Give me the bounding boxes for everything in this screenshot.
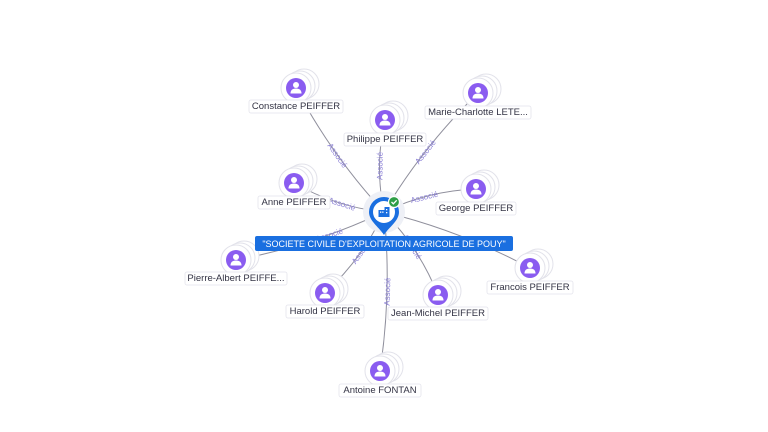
edge-label-antoine-fontan: Associé	[383, 277, 393, 306]
person-icon	[472, 87, 484, 99]
node-label: Marie-Charlotte LETE...	[428, 107, 528, 118]
node-label-box	[435, 201, 517, 216]
node-label: Antoine FONTAN	[343, 385, 416, 396]
person-icon	[524, 262, 536, 274]
node-antoine-fontan[interactable]: Antoine FONTAN	[338, 351, 422, 398]
person-icon	[379, 114, 391, 126]
person-icon	[230, 254, 242, 266]
building-icon	[378, 207, 390, 217]
node-label: Constance PEIFFER	[252, 101, 340, 112]
node-constance-peiffer[interactable]: Constance PEIFFER	[248, 68, 344, 114]
check-icon	[387, 195, 401, 209]
node-label: Philippe PEIFFER	[347, 134, 424, 145]
person-icon	[374, 365, 386, 377]
node-marie-charlotte-lete[interactable]: Marie-Charlotte LETE...	[424, 73, 532, 120]
center-company-label: "SOCIETE CIVILE D'EXPLOITATION AGRICOLE …	[262, 239, 505, 249]
node-anne-peiffer[interactable]: Anne PEIFFER	[257, 163, 331, 210]
node-label: Jean-Michel PEIFFER	[391, 308, 485, 319]
node-label-box	[424, 105, 532, 120]
person-icon	[470, 183, 482, 195]
center-company-node[interactable]: "SOCIETE CIVILE D'EXPLOITATION AGRICOLE …	[255, 191, 513, 251]
person-icon	[288, 177, 300, 189]
center-label-box	[255, 236, 513, 251]
edge-label-george-peiffer: Associé	[410, 189, 440, 205]
node-label-box	[248, 99, 344, 114]
node-label-box	[338, 383, 422, 398]
node-jean-michel-peiffer[interactable]: Jean-Michel PEIFFER	[387, 275, 489, 321]
person-icon	[432, 289, 444, 301]
node-francois-peiffer[interactable]: Francois PEIFFER	[486, 248, 574, 295]
edge-label-anne-peiffer: Associé	[327, 196, 357, 213]
node-label: Anne PEIFFER	[262, 197, 327, 208]
node-label-box	[343, 132, 427, 147]
node-philippe-peiffer[interactable]: Philippe PEIFFER	[343, 100, 427, 147]
nodes-layer: Constance PEIFFER Philippe PEIFFER Marie-C…	[184, 68, 574, 398]
node-label: Pierre-Albert PEIFFE...	[187, 273, 284, 284]
node-label: Harold PEIFFER	[290, 306, 361, 317]
node-label-box	[486, 280, 574, 295]
node-label: Francois PEIFFER	[490, 282, 569, 293]
node-harold-peiffer[interactable]: Harold PEIFFER	[285, 273, 365, 319]
person-icon	[290, 82, 302, 94]
edge-label-philippe-peiffer: Associé	[375, 151, 384, 180]
node-label: George PEIFFER	[439, 203, 514, 214]
node-label-box	[184, 271, 288, 286]
node-george-peiffer[interactable]: George PEIFFER	[435, 169, 517, 216]
person-icon	[319, 287, 331, 299]
node-label-box	[387, 306, 489, 321]
node-label-box	[285, 304, 365, 319]
node-pierre-albert-peiffe[interactable]: Pierre-Albert PEIFFE...	[184, 240, 288, 286]
node-label-box	[257, 195, 331, 210]
